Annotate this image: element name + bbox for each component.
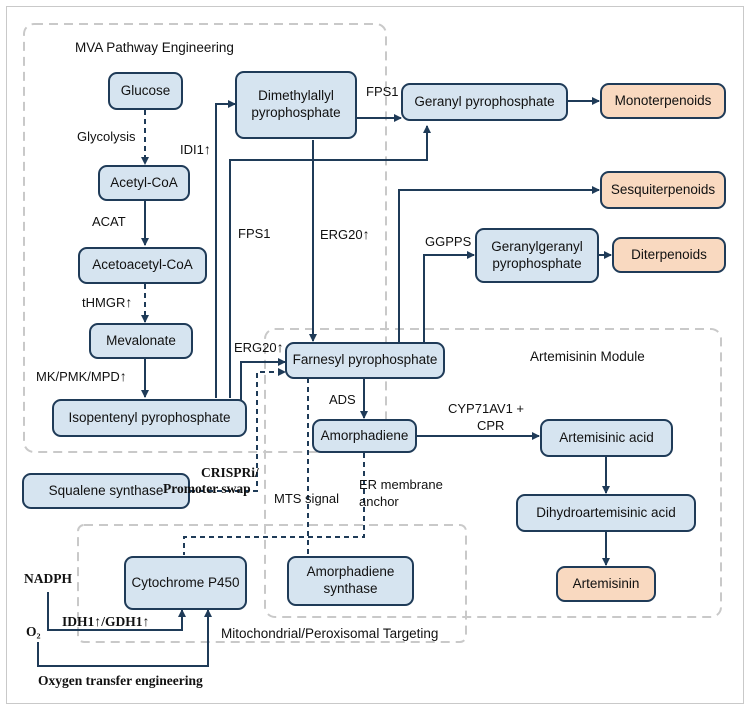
edge-fpp-ggpp xyxy=(423,251,475,343)
node-geranyl-pyrophosphate: Geranyl pyrophosphate xyxy=(401,83,568,121)
node-cytochrome-p450: Cytochrome P450 xyxy=(124,556,247,610)
node-acetyl-coa: Acetyl-CoA xyxy=(98,165,190,201)
label-ggpps: GGPPS xyxy=(425,234,472,249)
edge-ipp-dmapp xyxy=(215,100,236,398)
idi1-text: IDI1 xyxy=(180,142,204,157)
node-isopentenyl-pyrophosphate: Isopentenyl pyrophosphate xyxy=(52,399,247,437)
edge-nadph-cytochrome xyxy=(47,592,186,631)
label-anchor: anchor xyxy=(359,494,399,509)
artemisinin-module-box xyxy=(264,328,722,618)
edge-squalene-fpp xyxy=(190,368,286,492)
erg20-mid-up-arrow: ↑ xyxy=(362,226,370,242)
node-amorphadiene: Amorphadiene xyxy=(312,419,417,453)
label-erg20-low: ERG20↑ xyxy=(234,339,284,356)
node-amorphadiene-synthase: Amorphadiene synthase xyxy=(287,556,414,606)
gdh1-text: /GDH1 xyxy=(101,614,143,629)
label-nadph: NADPH xyxy=(24,571,72,586)
artemisinin-module-title: Artemisinin Module xyxy=(530,349,645,364)
thmgr-up-arrow: ↑ xyxy=(125,294,133,310)
label-mk-pmk-mpd: MK/PMK/MPD↑ xyxy=(36,368,127,385)
node-dihydroartemisinic-acid: Dihydroartemisinic acid xyxy=(516,494,696,532)
node-farnesyl-pyrophosphate: Farnesyl pyrophosphate xyxy=(285,342,445,379)
erg20-mid-text: ERG20 xyxy=(320,227,363,242)
label-er-membrane: ER membrane xyxy=(359,477,443,492)
node-artemisinin: Artemisinin xyxy=(556,566,656,602)
node-diterpenoids: Diterpenoids xyxy=(612,237,726,273)
label-promoter-swap: Promoter swap xyxy=(163,481,251,496)
erg20-low-text: ERG20 xyxy=(234,340,277,355)
label-cpr: CPR xyxy=(477,418,505,433)
erg20-low-up-arrow: ↑ xyxy=(276,339,284,355)
mk-text: MK/PMK/MPD xyxy=(36,369,120,384)
label-crispri: CRISPRi/ xyxy=(201,465,259,480)
label-fps1-mid: FPS1 xyxy=(238,226,271,241)
edge-amorphadiene-cytochrome xyxy=(183,453,365,555)
node-geranylgeranyl-pyrophosphate: Geranylgeranyl pyrophosphate xyxy=(475,228,599,283)
label-ads: ADS xyxy=(329,392,356,407)
edge-ipp-gpp xyxy=(229,125,431,398)
idi1-up-arrow: ↑ xyxy=(203,141,211,157)
label-o2: O₂ xyxy=(26,624,41,639)
label-fps1-top: FPS1 xyxy=(366,84,399,99)
edge-ipp-fpp xyxy=(240,358,286,400)
mva-module-title: MVA Pathway Engineering xyxy=(75,40,234,55)
node-squalene-synthase: Squalene synthase xyxy=(22,473,190,509)
node-dimethylallyl-pyrophosphate: Dimethylallyl pyrophosphate xyxy=(235,71,357,139)
mk-up-arrow: ↑ xyxy=(119,368,127,384)
idh1-text: IDH1 xyxy=(62,614,95,629)
node-artemisinic-acid: Artemisinic acid xyxy=(540,419,673,457)
mva-module-box xyxy=(23,23,387,453)
node-mevalonate: Mevalonate xyxy=(89,323,193,359)
gdh1-up-arrow: ↑ xyxy=(142,615,150,630)
label-idh1-gdh1: IDH1↑/GDH1↑ xyxy=(62,614,150,632)
label-glycolysis: Glycolysis xyxy=(77,129,136,144)
thmgr-text: tHMGR xyxy=(82,295,126,310)
label-idi1: IDI1↑ xyxy=(180,141,211,158)
node-acetoacetyl-coa: Acetoacetyl-CoA xyxy=(78,247,207,284)
edge-o2-cytochrome xyxy=(37,609,212,667)
label-oxygen-transfer: Oxygen transfer engineering xyxy=(38,673,203,688)
node-glucose: Glucose xyxy=(108,72,183,110)
label-cyp71av1: CYP71AV1 + xyxy=(448,401,525,416)
label-acat: ACAT xyxy=(92,214,126,229)
edge-fpp-sesquiterpenoids xyxy=(398,186,600,343)
targeting-module-title: Mitochondrial/Peroxisomal Targeting xyxy=(221,626,439,641)
node-monoterpenoids: Monoterpenoids xyxy=(600,83,726,119)
label-mts-signal: MTS signal xyxy=(274,491,340,506)
figure-frame xyxy=(6,6,744,704)
label-erg20-mid: ERG20↑ xyxy=(320,226,370,243)
targeting-module-box xyxy=(77,524,467,643)
label-thmgr: tHMGR↑ xyxy=(82,294,132,311)
node-sesquiterpenoids: Sesquiterpenoids xyxy=(600,171,726,209)
idh1-up-arrow: ↑ xyxy=(94,615,102,630)
